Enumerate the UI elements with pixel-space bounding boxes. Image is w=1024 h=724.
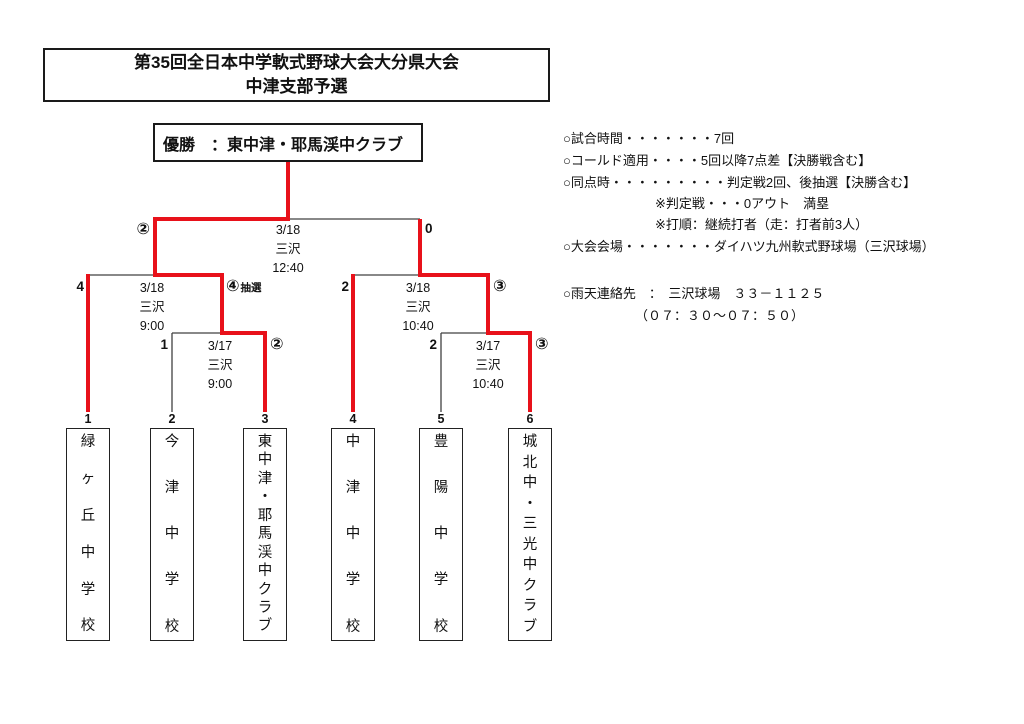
champion-box: 優勝 ：東中津・耶馬渓中クラブ	[153, 123, 423, 162]
note-mercy-rule: ○コールド適用・・・・5回以降7点差【決勝戦含む】	[563, 153, 872, 168]
team-box-1: 緑ヶ丘中学校	[66, 428, 110, 641]
final-date: 3/18	[275, 223, 301, 237]
round1-right-match-info: 3/17 三沢 10:40	[456, 337, 520, 394]
seed-2: 2	[168, 412, 176, 426]
team-box-3: 東中津・耶馬渓中クラブ	[243, 428, 287, 641]
final-left-score: ②	[136, 221, 150, 238]
team-name-5: 豊陽中学校	[433, 434, 449, 635]
seed-1: 1	[84, 412, 92, 426]
semifinal-left-score2-number: ④	[226, 278, 240, 295]
round1-left-time: 9:00	[207, 377, 233, 391]
round1-left-date: 3/17	[207, 339, 233, 353]
seed-5: 5	[437, 412, 445, 426]
seed-3: 3	[261, 412, 269, 426]
round1-right-date: 3/17	[475, 339, 501, 353]
winner-lines	[86, 162, 532, 412]
team-name-3: 東中津・耶馬渓中クラブ	[257, 434, 273, 635]
semifinal-left-venue: 三沢	[139, 300, 165, 314]
note-venue: ○大会会場・・・・・・・ダイハツ九州軟式野球場（三沢球場）	[563, 239, 935, 254]
team-name-6: 城北中・三光中クラブ	[522, 434, 538, 635]
semifinal-right-venue: 三沢	[405, 300, 431, 314]
tournament-title-line2: 中津支部予選	[245, 77, 348, 96]
note-tiebreak: ○同点時・・・・・・・・・判定戦2回、後抽選【決勝含む】	[563, 175, 917, 190]
tournament-title-box: 第35回全日本中学軟式野球大会大分県大会 中津支部予選	[43, 48, 550, 102]
round1-right-score2: ③	[535, 336, 549, 353]
semifinal-right-score2: ③	[493, 278, 507, 295]
round1-left-match-info: 3/17 三沢 9:00	[188, 337, 252, 394]
semifinal-left-date: 3/18	[139, 281, 165, 295]
note-rain-contact: ○雨天連絡先 ： 三沢球場 ３３－１１２５	[563, 286, 825, 301]
tournament-title-line1: 第35回全日本中学軟式野球大会大分県大会	[134, 53, 459, 72]
semifinal-right-match-info: 3/18 三沢 10:40	[386, 279, 450, 336]
final-time: 12:40	[272, 261, 304, 275]
round1-right-time: 10:40	[472, 377, 504, 391]
final-right-score: 0	[425, 221, 433, 236]
team-box-6: 城北中・三光中クラブ	[508, 428, 552, 641]
team-box-2: 今津中学校	[150, 428, 194, 641]
semifinal-right-time: 10:40	[402, 319, 434, 333]
semifinal-left-match-info: 3/18 三沢 9:00	[120, 279, 184, 336]
loser-lines	[88, 218, 488, 412]
semifinal-left-score2: ④抽選	[226, 276, 262, 296]
team-name-4: 中津中学校	[345, 434, 361, 635]
champion-text: 優勝 ：東中津・耶馬渓中クラブ	[163, 136, 404, 154]
seed-6: 6	[526, 412, 534, 426]
note-batting-order: ※打順：継続打者（走：打者前3人）	[655, 217, 869, 232]
round1-left-score1: 1	[160, 337, 168, 352]
team-name-2: 今津中学校	[164, 434, 180, 635]
semifinal-left-score1: 4	[76, 279, 84, 294]
round1-left-score2: ②	[270, 336, 284, 353]
note-tiebreak-detail: ※判定戦・・・0アウト 満塁	[655, 196, 830, 211]
seed-4: 4	[349, 412, 357, 426]
team-box-5: 豊陽中学校	[419, 428, 463, 641]
semifinal-left-lottery-note: 抽選	[240, 282, 262, 294]
note-rain-contact-hours: （０７：３０～０７：５０）	[635, 308, 805, 323]
semifinal-right-date: 3/18	[405, 281, 431, 295]
round1-left-venue: 三沢	[207, 358, 233, 372]
team-box-4: 中津中学校	[331, 428, 375, 641]
final-venue: 三沢	[275, 242, 301, 256]
round1-right-score1: 2	[429, 337, 437, 352]
team-name-1: 緑ヶ丘中学校	[80, 434, 96, 635]
final-match-info: 3/18 三沢 12:40	[256, 221, 320, 278]
semifinal-right-score1: 2	[341, 279, 349, 294]
round1-right-venue: 三沢	[475, 358, 501, 372]
semifinal-left-time: 9:00	[139, 319, 165, 333]
note-game-length: ○試合時間・・・・・・・7回	[563, 131, 735, 146]
